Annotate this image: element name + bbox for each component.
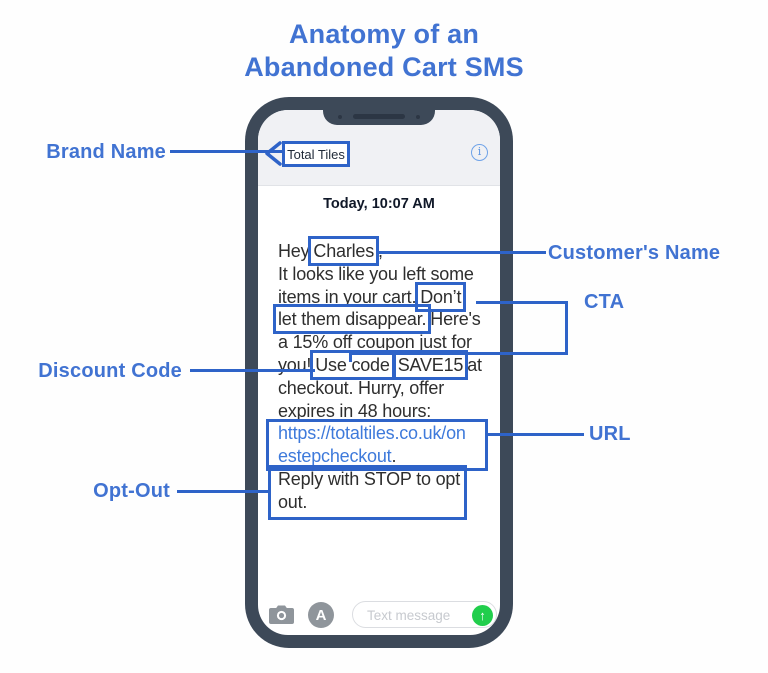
camera-icon[interactable] [268, 604, 294, 624]
sms-line: checkout. Hurry, offer [278, 377, 445, 398]
sms-line: It looks like you left some [278, 263, 474, 284]
sms-text: . [391, 446, 397, 467]
sms-line: items in your cart.Don’t [278, 281, 492, 312]
speaker-slot [353, 114, 405, 119]
callout-label-customer-name: Customer's Name [548, 242, 721, 264]
callout-label-brand-name: Brand Name [46, 141, 166, 163]
cta-box-2: let them disappear. [272, 304, 432, 335]
sms-text: Here's [430, 309, 481, 330]
sms-text: Hey [278, 241, 310, 261]
title-line-2: Abandoned Cart SMS [244, 52, 524, 82]
callout-label-opt-out: Opt-Out [93, 480, 170, 502]
contact-name[interactable]: Total Tiles [282, 141, 350, 167]
callout-line-brand [170, 150, 282, 153]
customer-name-box: Charles [308, 236, 380, 266]
callout-label-url: URL [589, 423, 631, 445]
callout-line-customer [378, 251, 546, 254]
sms-line: Reply with STOP to opt [278, 468, 461, 489]
discount-code-box: SAVE15 [392, 349, 469, 380]
opt-out-box: Reply with STOP to opt out. [268, 464, 467, 520]
phone-notch [323, 110, 435, 125]
url-box: https://totaltiles.co.uk/on estepcheckou… [266, 419, 488, 471]
sensor-dot [416, 115, 420, 119]
callout-line-url [485, 433, 584, 436]
callout-line-cta-vertical [565, 301, 568, 355]
use-code-box: Use code [310, 349, 395, 380]
appstore-icon[interactable]: A [308, 602, 334, 628]
back-arrow-icon[interactable] [263, 140, 285, 167]
message-timestamp: Today, 10:07 AM [323, 196, 435, 212]
callout-label-cta: CTA [584, 291, 625, 313]
sms-url-line-2: estepcheckout. [278, 445, 485, 468]
callout-line-optout [177, 490, 269, 493]
sms-line: let them disappear.Here's [272, 304, 492, 335]
callout-line-discount [190, 369, 315, 372]
sms-url-link[interactable]: estepcheckout [278, 446, 392, 467]
callout-line-cta-tab [349, 352, 352, 362]
page-title: Anatomy of an Abandoned Cart SMS [0, 18, 768, 84]
sms-line: a 15% off coupon just for [278, 332, 472, 353]
camera-dot [338, 115, 342, 119]
cta-box-1: Don’t [415, 281, 467, 312]
callout-line-cta-top [476, 301, 568, 304]
callout-line-cta-bottom [349, 352, 568, 355]
sms-line: expires in 48 hours: [278, 400, 432, 421]
text-message-input[interactable] [365, 603, 464, 628]
info-icon[interactable]: i [471, 144, 488, 161]
sms-text: at [467, 354, 482, 375]
text-message-input-pill: ↑ [352, 601, 497, 628]
title-line-1: Anatomy of an [288, 19, 480, 49]
callout-label-discount-code: Discount Code [38, 360, 182, 382]
sms-line: out. [278, 491, 308, 512]
sms-url-line-1[interactable]: https://totaltiles.co.uk/on [278, 423, 466, 444]
send-button[interactable]: ↑ [472, 604, 493, 626]
sms-text: items in your cart. [278, 286, 417, 307]
